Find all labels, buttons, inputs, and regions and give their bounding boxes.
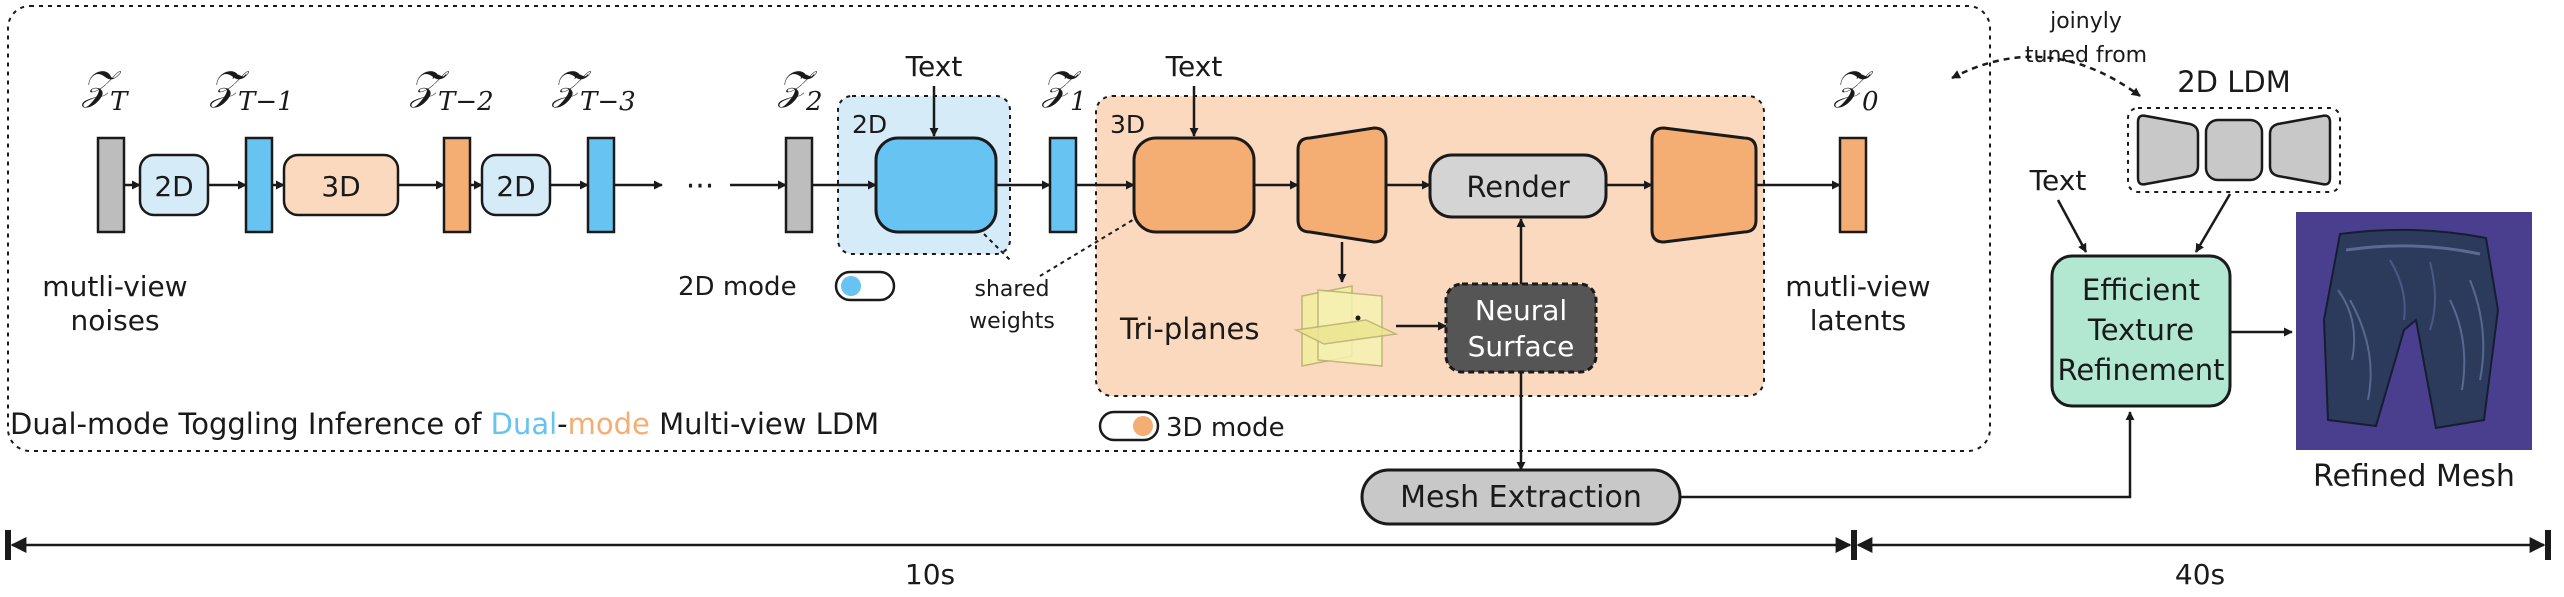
neural-line2: Surface (1468, 330, 1575, 363)
latent-bar-zt2 (442, 136, 472, 234)
ellipsis: ··· (686, 169, 715, 204)
joint-tuning-link (1951, 55, 2141, 98)
ldm2d-label: 2D LDM (2177, 65, 2291, 99)
box-2d-b-label: 2D (496, 170, 535, 203)
latent-bar-zt3 (586, 136, 616, 234)
latent-zt1: 𝒵̃ T−1 (209, 63, 294, 117)
joint-line1: joinyly (2049, 9, 2122, 34)
svg-text:2: 2 (805, 87, 823, 117)
mode-2d-label: 2D mode (678, 272, 797, 302)
refined-mesh-label: Refined Mesh (2313, 459, 2515, 494)
render-box (1428, 153, 1608, 219)
inference-frame (7, 5, 1991, 452)
decoder-trapezoid (1296, 126, 1388, 244)
refined-mesh-shorts (2322, 228, 2500, 430)
latent-zt2: 𝒵̃ T−2 (409, 63, 494, 117)
mesh-extraction-label: Mesh Extraction (1400, 480, 1642, 515)
mode-3d-toggle[interactable] (1098, 410, 1160, 442)
latent-z1: 𝒵̃ 1 (1041, 63, 1087, 117)
shared-line2: weights (969, 309, 1055, 334)
render-label: Render (1466, 170, 1569, 204)
text-prompt-refine: Text (2029, 164, 2087, 197)
timeline-axis (5, 530, 2551, 560)
latent-bar-z2 (784, 136, 814, 234)
shared-line1: shared (975, 277, 1050, 302)
refine-line3: Refinement (2057, 353, 2224, 387)
latent-z0: 𝒵̃ 0 (1833, 63, 1879, 117)
latent-zt3: 𝒵̃ T−3 (551, 63, 636, 117)
region-2d-label: 2D (852, 110, 887, 139)
svg-text:T−2: T−2 (438, 87, 494, 117)
noises-line1: mutli-view (42, 270, 187, 303)
latent-z2: 𝒵̃ 2 (777, 63, 823, 117)
timeline-left-label: 10s (905, 558, 955, 591)
latents-line2: latents (1810, 304, 1906, 337)
svg-text:T−1: T−1 (238, 87, 294, 117)
denoiser-2d (874, 136, 998, 234)
diagram-caption: Dual-mode Toggling Inference of Dual-mod… (10, 407, 879, 441)
latent-bar-zt1 (244, 136, 274, 234)
shared-weights-link-right (1039, 217, 1137, 277)
mode-2d-toggle[interactable] (834, 270, 896, 302)
ldm2d-unet (2204, 118, 2264, 182)
latent-bar-z0 (1838, 136, 1868, 234)
text-prompt-3d: Text (1165, 50, 1223, 83)
box-3d-label: 3D (321, 170, 360, 203)
joint-line2: tuned from (2025, 43, 2147, 68)
denoiser-3d (1132, 136, 1256, 234)
latent-bar-zt (96, 136, 126, 234)
latent-zt: 𝒵 T (81, 63, 129, 117)
neural-line1: Neural (1475, 294, 1567, 327)
svg-text:1: 1 (1070, 87, 1087, 117)
ldm2d-decoder (2268, 114, 2332, 186)
ldm2d-encoder (2136, 114, 2200, 186)
svg-text:T−3: T−3 (580, 87, 636, 117)
svg-text:0: 0 (1862, 87, 1879, 117)
refine-line2: Texture (2087, 313, 2194, 347)
timeline-right-label: 40s (2175, 558, 2225, 591)
latent-bar-z1 (1048, 136, 1078, 234)
triplanes-icon (1293, 285, 1399, 367)
mesh-to-refine-arrow (1680, 411, 2135, 499)
noises-line2: noises (70, 304, 159, 337)
refine-line1: Efficient (2082, 273, 2200, 307)
svg-text:T: T (110, 87, 129, 117)
region-3d-label: 3D (1110, 110, 1145, 139)
encoder-trapezoid (1650, 126, 1758, 244)
shared-weights-link-left (983, 233, 1011, 261)
triplanes-label: Tri-planes (1119, 312, 1259, 346)
text-prompt-2d: Text (905, 50, 963, 83)
latents-line1: mutli-view (1785, 270, 1930, 303)
box-2d-a-label: 2D (154, 170, 193, 203)
mode-3d-label: 3D mode (1166, 413, 1285, 443)
